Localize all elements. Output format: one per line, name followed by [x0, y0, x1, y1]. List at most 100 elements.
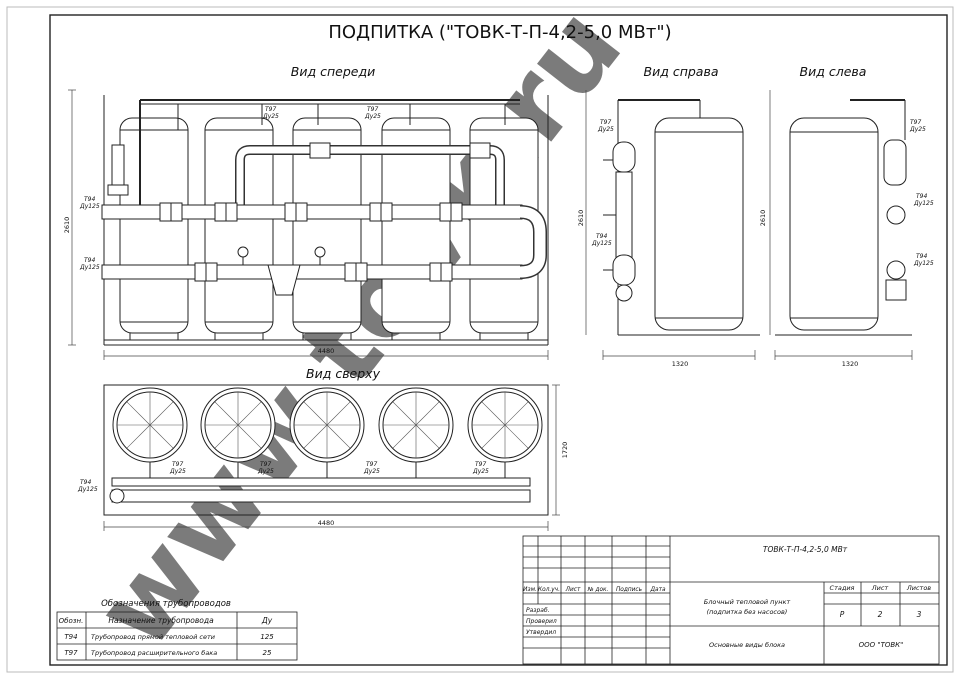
top-tank [378, 387, 454, 478]
legend-row2-purpose: Трубопровод расширительного бака [91, 649, 217, 657]
valve [284, 202, 308, 222]
stamp-stage-value: Р [840, 610, 845, 619]
tag-t94-front-2: Т94 [84, 257, 95, 264]
stamp-object-line2: (подпитка без насосов) [707, 608, 788, 616]
legend-row2-du: 25 [263, 649, 272, 657]
top-tank [467, 387, 543, 478]
top-tank [200, 387, 276, 478]
tag-du125-front-2: Ду125 [79, 264, 100, 271]
dim-front-height: 2610 [63, 217, 71, 234]
tag-du25-left: Ду25 [909, 126, 926, 133]
legend-row1-purpose: Трубопровод прямой тепловой сети [91, 633, 215, 641]
stamp-col-izm: Изм. [523, 587, 537, 593]
front-dimensions [68, 89, 549, 360]
stamp-role-approved: Утвердил [526, 629, 556, 636]
tag-du125-left-2: Ду125 [913, 260, 934, 267]
top-tank [289, 387, 365, 478]
tag-du25-top-1: Ду25 [169, 468, 186, 475]
top-tank [112, 387, 188, 478]
valve [344, 262, 368, 282]
legend-row1-code: Т94 [64, 633, 77, 641]
tag-du125-right: Ду125 [591, 240, 612, 247]
dim-left-width: 1320 [842, 360, 859, 368]
tag-du25-top-3: Ду25 [363, 468, 380, 475]
title-block [522, 535, 940, 665]
tag-t94-left-1: Т94 [916, 193, 927, 200]
caption-front-view: Вид спереди [291, 64, 375, 79]
tag-du25-top-4: Ду25 [472, 468, 489, 475]
tag-t97-top-1: Т97 [172, 461, 183, 468]
legend-header-purpose: Назначение трубопровода [108, 616, 214, 625]
stamp-sheet-title: Основные виды блока [709, 641, 785, 649]
stamp-col-kolvo: Кол.уч. [538, 587, 560, 593]
dim-right-height: 2610 [577, 210, 585, 227]
stamp-role-developed: Разраб. [526, 607, 550, 614]
stamp-col-sign: Подпись [616, 587, 642, 593]
stamp-col-list: Лист [565, 587, 581, 593]
stamp-col-date: Дата [649, 587, 665, 593]
caption-left-view: Вид слева [800, 64, 867, 79]
stamp-company: ООО "ТОВК" [859, 641, 904, 649]
valve [369, 202, 393, 222]
tag-du125-left-1: Ду125 [913, 200, 934, 207]
dim-front-width: 4480 [318, 347, 335, 355]
tag-du25-top-2: Ду25 [257, 468, 274, 475]
tag-du25-right: Ду25 [597, 126, 614, 133]
stamp-stage-label: Стадия [830, 584, 855, 592]
top-tanks [112, 387, 543, 478]
stamp-col-doc: № док. [587, 587, 609, 593]
front-tank [119, 117, 189, 340]
stamp-sheet-label: Лист [871, 584, 889, 592]
dim-right-width: 1320 [672, 360, 689, 368]
tag-t97-top-3: Т97 [366, 461, 377, 468]
stamp-sheets-value: 3 [917, 610, 922, 619]
legend-header-du: Ду [261, 616, 273, 625]
stamp-role-checked: Проверил [526, 618, 557, 625]
tag-t97-top-4: Т97 [475, 461, 486, 468]
tag-t97-front-1: Т97 [265, 106, 276, 113]
tag-du25-front-2: Ду25 [364, 113, 381, 120]
tag-t97-right: Т97 [600, 119, 611, 126]
tag-du125-top: Ду125 [77, 486, 98, 493]
legend-caption: Обозначения трубопроводов [101, 599, 231, 609]
outer-frame [6, 6, 954, 673]
dim-top-width: 4480 [318, 519, 335, 527]
dim-left-height: 2610 [759, 210, 767, 227]
front-view [101, 95, 549, 346]
stamp-sheets-label: Листов [906, 584, 931, 592]
valve [469, 142, 491, 159]
tag-du25-front-1: Ду25 [262, 113, 279, 120]
caption-right-view: Вид справа [644, 64, 719, 79]
valve [309, 142, 331, 159]
inner-frame [49, 14, 948, 666]
front-valves [159, 142, 491, 282]
valve [214, 202, 238, 222]
stamp-doc-code: ТОВК-Т-П-4,2-5,0 МВт [763, 545, 848, 554]
legend-row1-du: 125 [260, 633, 274, 641]
legend-table [56, 611, 298, 661]
tag-t94-top: Т94 [80, 479, 91, 486]
tag-t94-right: Т94 [596, 233, 607, 240]
tag-t94-left-2: Т94 [916, 253, 927, 260]
right-dimensions [585, 90, 771, 360]
front-tags: Т97 Ду25 Т97 Ду25 Т94 Ду125 Т94 Ду125 [79, 106, 381, 271]
valve [194, 262, 218, 282]
tag-t94-front-1: Т94 [84, 196, 95, 203]
top-dimensions [103, 384, 560, 531]
stamp-sheet-value: 2 [878, 610, 883, 619]
valve [439, 202, 463, 222]
legend-row2-code: Т97 [64, 649, 78, 657]
left-view [775, 99, 912, 336]
tag-t97-front-2: Т97 [367, 106, 378, 113]
legend-header-code: Обозн. [59, 617, 84, 625]
right-view [603, 99, 760, 336]
top-view [103, 384, 549, 516]
valve [429, 262, 453, 282]
left-dimensions [774, 350, 913, 360]
dim-top-depth: 1720 [561, 442, 569, 459]
drawing-title: ПОДПИТКА ("ТОВК-Т-П-4,2-5,0 МВт") [328, 22, 671, 43]
caption-top-view: Вид сверху [306, 366, 381, 381]
tag-t97-left: Т97 [910, 119, 921, 126]
